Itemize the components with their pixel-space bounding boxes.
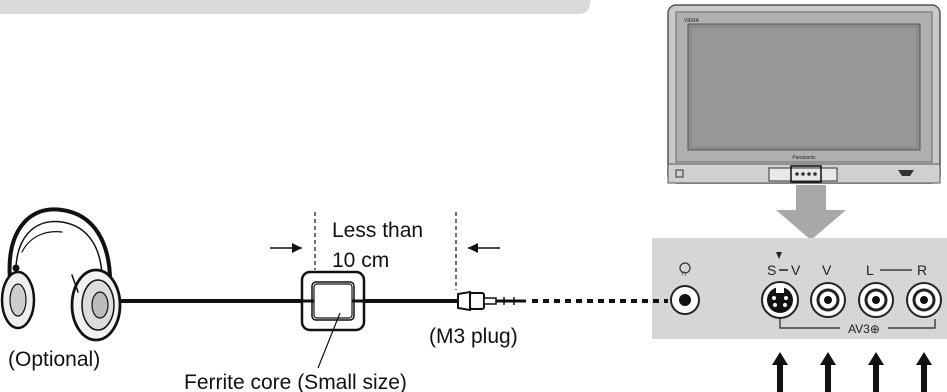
arrow-right-icon: [292, 243, 302, 253]
plug-label: (M3 plug): [429, 325, 518, 348]
ferrite-leader-line: [317, 312, 341, 369]
distance-label-line1: Less than: [332, 219, 423, 242]
tv-terminal-highlight: [790, 165, 822, 183]
audio-left-socket: [858, 282, 894, 318]
tv-power-button: [675, 169, 684, 178]
arrow-up-icon: [772, 352, 788, 392]
svideo-marker-icon: [776, 252, 782, 259]
tv-brand: Panasonic: [792, 155, 816, 161]
arrow-up-icon: [820, 352, 836, 392]
tv-model-mark: VIERA: [684, 18, 700, 24]
arrow-up-icon: [868, 352, 884, 392]
arrow-left-icon: [468, 243, 478, 253]
ferrite-core-label: Ferrite core (Small size): [184, 371, 407, 392]
zoom-arrow-icon: [776, 185, 846, 240]
svideo-v-label: V: [791, 262, 801, 278]
panel-background: [652, 238, 947, 339]
video-label: V: [822, 262, 832, 278]
audio-left-label: L: [866, 262, 874, 278]
distance-indicator: [270, 212, 500, 290]
optional-label: (Optional): [8, 348, 100, 371]
video-socket: [810, 282, 846, 318]
arrow-up-icon: [916, 352, 932, 392]
header-banner: [0, 0, 590, 14]
headphone-icon: [679, 262, 691, 274]
svideo-label: S: [767, 262, 776, 278]
distance-label-line2: 10 cm: [332, 249, 389, 272]
input-arrows: [772, 352, 932, 392]
ferrite-core: [300, 270, 366, 332]
connector-panel: ∩ S V V L R: [652, 238, 947, 339]
headphones-illustration: [0, 207, 122, 342]
audio-right-socket: [906, 282, 942, 318]
audio-right-label: R: [917, 262, 927, 278]
av3-label: AV3⊕: [848, 322, 880, 336]
tv-illustration: VIERA Panasonic: [667, 4, 941, 184]
m3-plug: [457, 290, 526, 312]
tv-sensor-icon: [898, 170, 914, 176]
